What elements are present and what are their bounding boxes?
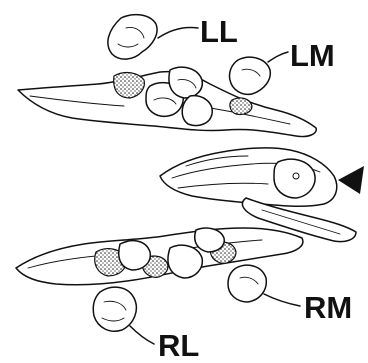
label-rm: RM <box>304 290 352 325</box>
lower-block-1 <box>119 241 151 270</box>
middle-element-group <box>160 148 364 242</box>
lower-block-3 <box>195 228 225 252</box>
rl-bone <box>93 287 136 331</box>
arrowhead-marker <box>338 166 364 194</box>
lower-element-group <box>16 228 303 344</box>
ll-leader <box>158 27 198 38</box>
lm-bone <box>229 57 270 94</box>
rm-bone <box>228 265 266 302</box>
lower-block-2 <box>168 245 202 278</box>
middle-foramen <box>293 173 299 179</box>
upper-stippled-b <box>230 98 252 115</box>
lm-leader <box>268 52 288 62</box>
label-rl: RL <box>158 328 199 363</box>
label-ll: LL <box>200 14 238 49</box>
upper-block-2 <box>169 67 202 98</box>
ll-bone <box>108 15 157 59</box>
upper-element-group <box>18 15 316 137</box>
rm-leader <box>264 294 300 306</box>
upper-block-3 <box>182 96 212 126</box>
label-lm: LM <box>290 38 335 73</box>
rl-leader <box>130 326 154 344</box>
